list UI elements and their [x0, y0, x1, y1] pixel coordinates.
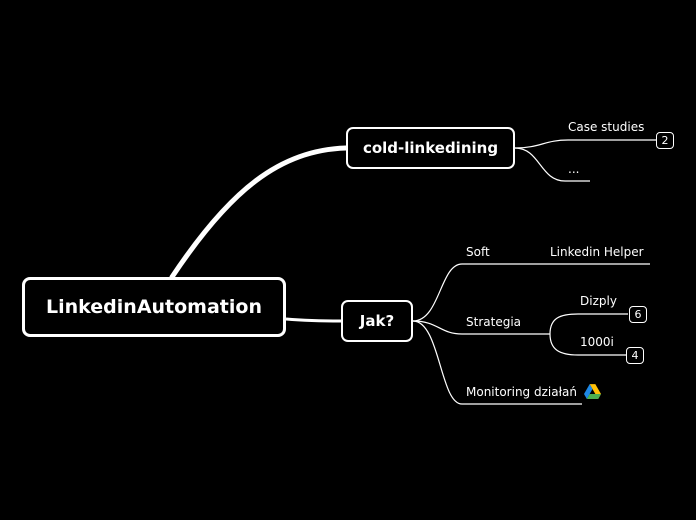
connector-root-jak: [285, 317, 342, 323]
connector-jak-strategia: [412, 320, 550, 335]
connector-cold-more: [514, 147, 590, 182]
strategia-topic[interactable]: Strategia: [466, 315, 522, 329]
dizply-count-badge[interactable]: 6: [629, 306, 647, 323]
google-drive-icon[interactable]: [584, 384, 601, 399]
dizply-topic[interactable]: Dizply: [580, 294, 617, 308]
root-node-label: LinkedinAutomation: [46, 296, 262, 318]
connector-root-cold: [169, 145, 349, 280]
case-studies-count-badge[interactable]: 2: [656, 132, 674, 149]
1000i-count-badge[interactable]: 4: [626, 347, 644, 364]
connector-cold-case: [514, 139, 656, 149]
jak-label: Jak?: [359, 312, 395, 330]
connector-jak-soft: [412, 263, 650, 322]
soft-topic[interactable]: Soft: [466, 245, 490, 259]
cold-linkedining-label: cold-linkedining: [362, 139, 499, 157]
connector-strategia-dizply: [549, 313, 628, 335]
connector-jak-monitoring: [412, 320, 582, 405]
connector-strategia-1000i: [549, 333, 626, 356]
monitoring-topic[interactable]: Monitoring działań: [466, 385, 577, 399]
cold-linkedining-node[interactable]: cold-linkedining: [346, 127, 515, 169]
linkedin-helper-topic[interactable]: Linkedin Helper: [550, 245, 644, 259]
jak-node[interactable]: Jak?: [341, 300, 413, 342]
1000i-topic[interactable]: 1000i: [580, 335, 614, 349]
ellipsis-topic[interactable]: ...: [568, 162, 580, 176]
root-node[interactable]: LinkedinAutomation: [22, 277, 286, 337]
case-studies-topic[interactable]: Case studies: [568, 120, 645, 134]
